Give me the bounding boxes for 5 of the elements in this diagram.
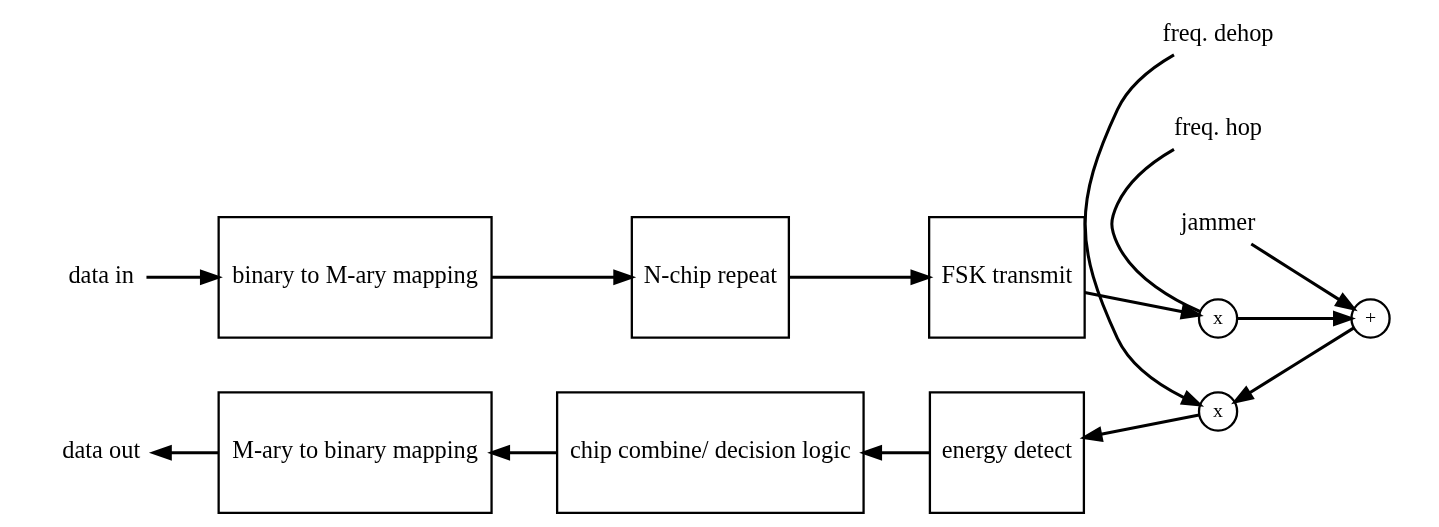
node-text: freq. dehop — [1162, 18, 1274, 46]
node-text: data out — [62, 435, 141, 463]
node-text: data in — [68, 260, 135, 288]
node-text: jammer — [1180, 207, 1256, 235]
node-text: freq. hop — [1174, 112, 1263, 140]
